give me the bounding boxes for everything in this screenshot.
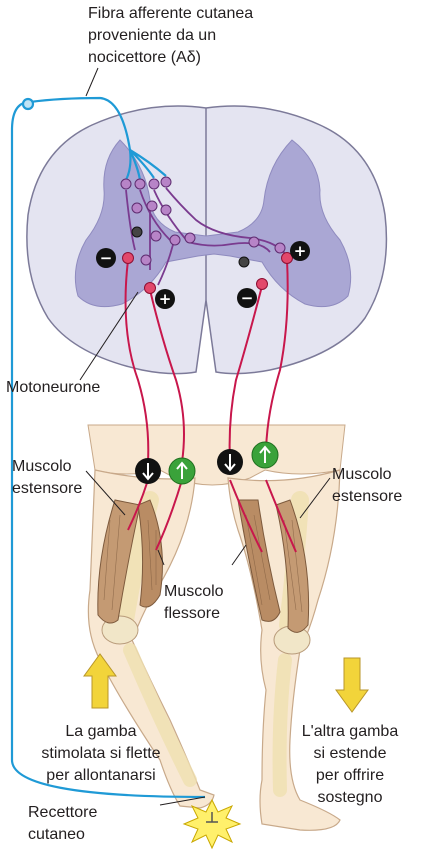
svg-text:−: −: [241, 289, 254, 307]
svg-text:+: +: [294, 242, 307, 260]
svg-text:Muscolo: Muscolo: [12, 458, 72, 475]
receptor-label: Recettore cutaneo: [28, 804, 97, 843]
extensor-label-left: Muscolo estensore: [12, 458, 82, 497]
svg-text:flessore: flessore: [164, 605, 220, 622]
motor-axons: [124, 259, 297, 553]
svg-text:Fibra afferente cutanea: Fibra afferente cutanea: [88, 5, 253, 22]
up-arrow-badge: [251, 441, 279, 469]
inhibitory-interneurons: [131, 226, 250, 268]
svg-text:Muscolo: Muscolo: [332, 466, 392, 483]
svg-text:Muscolo: Muscolo: [164, 583, 224, 600]
svg-text:L'altra gamba: L'altra gamba: [302, 723, 399, 740]
svg-text:per allontanarsi: per allontanarsi: [46, 767, 155, 784]
afferent-fiber: [10, 96, 206, 799]
up-arrow-badge: [168, 457, 196, 485]
dorsal-root-ganglion: [21, 97, 35, 111]
down-arrow-badge: [135, 458, 161, 484]
excite-badge-left: +: [155, 289, 175, 309]
flex-arrow-icon: [83, 653, 117, 709]
svg-text:sostegno: sostegno: [318, 789, 383, 806]
inhibit-badge-left: −: [96, 248, 116, 268]
flexor-label: Muscolo flessore: [164, 583, 224, 622]
svg-text:cutaneo: cutaneo: [28, 826, 85, 843]
svg-text:Recettore: Recettore: [28, 804, 97, 821]
svg-text:per offrire: per offrire: [316, 767, 384, 784]
stimulated-leg-label: La gamba stimolata si flette per allonta…: [41, 723, 160, 784]
svg-text:La gamba: La gamba: [65, 723, 136, 740]
svg-text:nocicettore (Aδ): nocicettore (Aδ): [88, 49, 201, 66]
svg-text:−: −: [100, 249, 113, 267]
down-arrow-badge: [217, 449, 243, 475]
motoneuron-label: Motoneurone: [6, 379, 100, 396]
svg-text:estensore: estensore: [332, 488, 402, 505]
inhibit-badge-right: −: [237, 288, 257, 308]
excite-badge-right: +: [290, 241, 310, 261]
left-flexor-muscle: [137, 499, 163, 608]
svg-text:estensore: estensore: [12, 480, 82, 497]
svg-text:si estende: si estende: [314, 745, 387, 762]
left-extensor-muscle: [97, 499, 141, 624]
interneuron-cells: [120, 176, 286, 266]
extensor-label-right: Muscolo estensore: [332, 466, 402, 505]
svg-text:stimolata si flette: stimolata si flette: [41, 745, 160, 762]
afferent-fiber-label: Fibra afferente cutanea proveniente da u…: [88, 5, 253, 66]
extend-arrow-icon: [335, 657, 369, 713]
tack-icon: [206, 812, 218, 823]
svg-text:+: +: [159, 290, 172, 308]
svg-text:proveniente da un: proveniente da un: [88, 27, 216, 44]
spinal-cord: [26, 105, 388, 375]
other-leg-label: L'altra gamba si estende per offrire sos…: [302, 723, 399, 806]
motoneurons: [122, 252, 293, 294]
interneurons: [125, 187, 291, 286]
starburst-icon: [182, 798, 242, 850]
muscles: [97, 499, 310, 633]
